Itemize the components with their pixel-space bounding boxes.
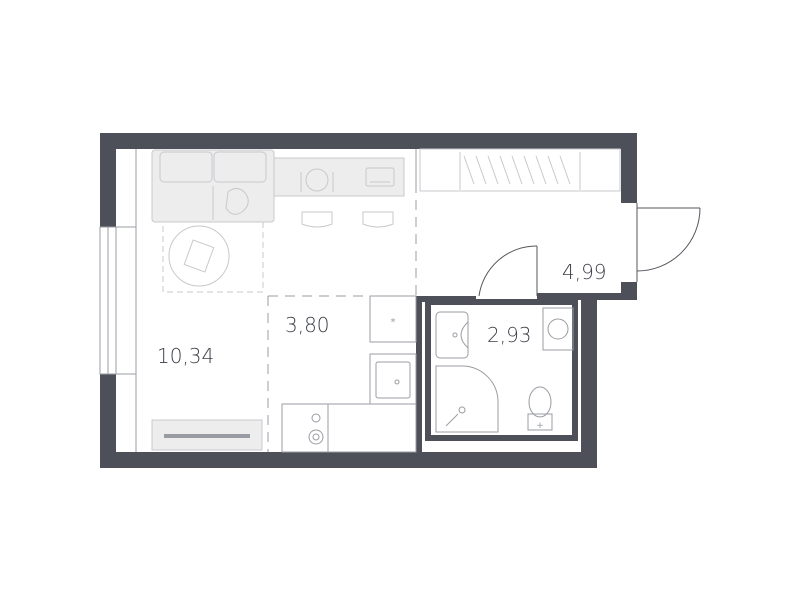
svg-text:*: * xyxy=(391,317,396,328)
kitchen-area: 3,80 xyxy=(285,313,330,337)
svg-text:+: + xyxy=(536,421,544,431)
tv-stand xyxy=(151,419,263,451)
living-room-area: 10,34 xyxy=(157,344,214,368)
window-left xyxy=(99,226,136,375)
desk xyxy=(273,157,405,197)
sofa xyxy=(151,149,275,223)
bathroom-door xyxy=(478,245,538,297)
bathroom-area: 2,93 xyxy=(487,323,532,347)
bathroom-fixtures: + xyxy=(435,307,574,433)
wardrobe xyxy=(419,148,621,192)
rug xyxy=(162,221,264,293)
entrance-door xyxy=(636,203,701,282)
hallway-area: 4,99 xyxy=(562,260,607,284)
walls xyxy=(100,133,637,468)
chairs xyxy=(301,211,394,228)
kitchen-units: * xyxy=(281,295,417,453)
area-labels: 10,34 3,80 2,93 4,99 xyxy=(157,260,607,368)
